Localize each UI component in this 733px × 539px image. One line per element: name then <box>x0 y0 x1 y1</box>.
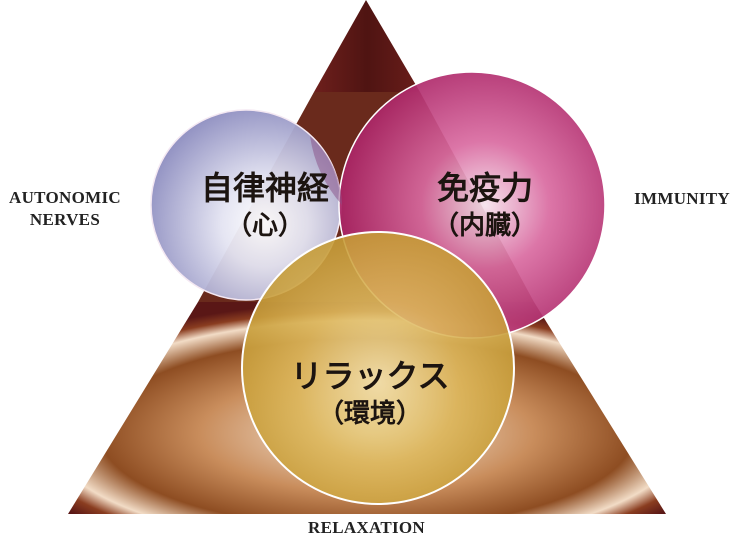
circle-immunity-text: 免疫力 （内臓） <box>405 168 565 244</box>
overlap-autonomic-immunity <box>310 136 342 205</box>
circle-relaxation-text: リラックス （環境） <box>290 356 450 432</box>
circle-immunity-title: 免疫力 <box>436 169 533 207</box>
circle-relaxation <box>241 231 515 505</box>
triangle-top <box>314 0 420 92</box>
label-autonomic-nerves: AUTONOMIC NERVES <box>3 187 127 231</box>
label-autonomic-line2: NERVES <box>29 210 101 229</box>
label-immunity: IMMUNITY <box>634 189 730 208</box>
circle-immunity-subtitle: （内臓） <box>432 211 537 241</box>
circle-relaxation-subtitle: （環境） <box>317 399 422 429</box>
circle-autonomic-subtitle: （心） <box>225 211 304 241</box>
circle-relaxation-title: リラックス <box>290 357 450 395</box>
circle-autonomic-text: 自律神経 （心） <box>185 168 345 244</box>
circle-autonomic-title: 自律神経 <box>200 169 329 207</box>
label-relaxation: RELAXATION <box>308 518 425 537</box>
label-autonomic-line1: AUTONOMIC <box>9 188 121 207</box>
